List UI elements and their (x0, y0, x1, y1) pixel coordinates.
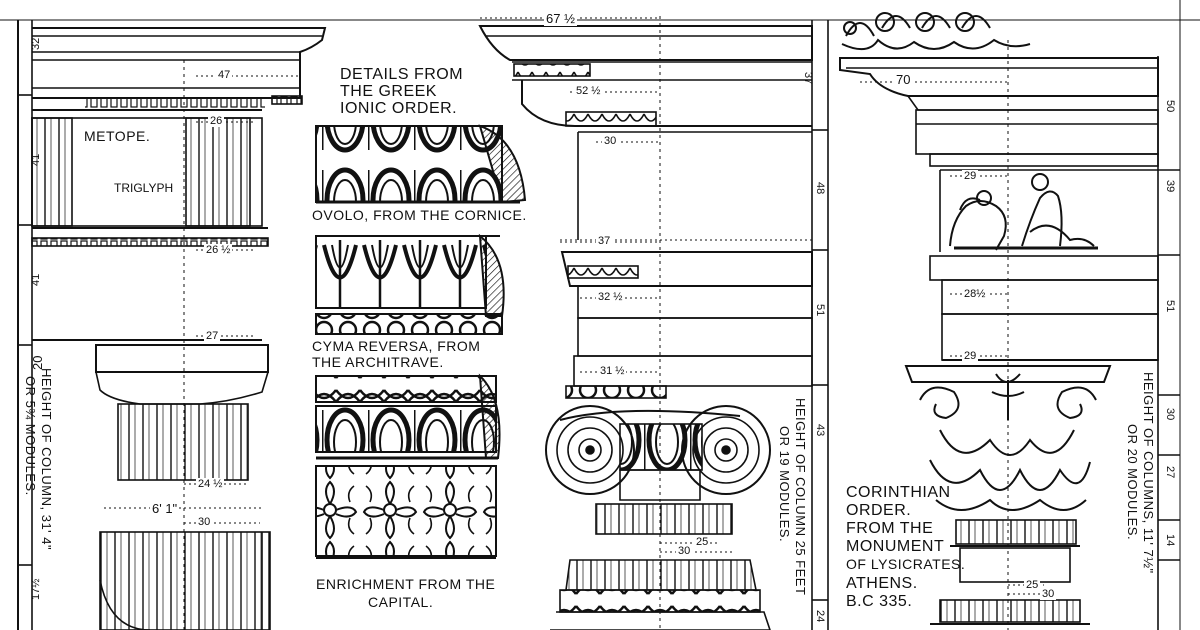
ovolo-caption: OVOLO, FROM THE CORNICE. (312, 207, 527, 223)
doric-order-drawing (18, 20, 327, 630)
doric-column-height-note-line1: HEIGHT OF COLUMN, 31' 4" (39, 368, 54, 551)
ionic-dim-25: 25 (694, 536, 711, 548)
enrichment-caption-line1: ENRICHMENT FROM THE (316, 576, 496, 592)
ionic-order-drawing (478, 16, 829, 630)
corinthian-scale-14: 14 (1164, 534, 1176, 547)
corinthian-caption-line2: ORDER. (846, 502, 912, 519)
cyma-caption-line1: CYMA REVERSA, FROM (312, 338, 481, 354)
corinthian-caption-line4: MONUMENT (846, 538, 945, 555)
ionic-scale-37: 37 (802, 72, 814, 85)
ionic-dim-30a: 30 (602, 135, 619, 147)
doric-dim-26: 26 (208, 115, 225, 127)
ionic-scale-43: 43 (814, 424, 826, 437)
ionic-dim-67-half: 67 ½ (544, 11, 577, 26)
corinthian-caption-line6: ATHENS. (846, 575, 918, 592)
details-title-line2: THE GREEK (340, 83, 437, 100)
corinthian-scale-51: 51 (1164, 300, 1176, 313)
corinthian-caption-line5: OF LYSICRATES. (846, 556, 966, 572)
corinthian-dim-28-half: 28½ (962, 288, 988, 300)
corinthian-dim-30: 30 (1040, 588, 1057, 600)
enrichment-caption-line2: CAPITAL. (368, 594, 434, 610)
ionic-scale-48: 48 (814, 182, 826, 195)
doric-scale-41b: 41 (30, 273, 42, 286)
doric-column-height-note-line2: OR 5¾ MODULES. (23, 376, 38, 496)
ionic-dim-32-half: 32 ½ (596, 291, 625, 303)
corinthian-caption-line1: CORINTHIAN (846, 484, 951, 501)
details-title-line1: DETAILS FROM (340, 66, 464, 83)
corinthian-scale-50: 50 (1164, 100, 1176, 113)
corinthian-scale-39: 39 (1164, 180, 1176, 193)
corinthian-caption-line7: B.C 335. (846, 593, 913, 610)
ionic-scale-24: 24 (814, 610, 826, 623)
corinthian-dim-70: 70 (894, 72, 913, 87)
doric-scale-20: 20 (30, 355, 45, 370)
ionic-column-height-note-line2: OR 19 MODULES. (777, 426, 792, 543)
doric-dim-30: 30 (196, 516, 213, 528)
ionic-dim-31-half: 31 ½ (598, 365, 627, 377)
frieze-relief-figures (949, 173, 1098, 251)
corinthian-dim-29a: 29 (962, 170, 979, 182)
ionic-detail-ornaments (315, 124, 527, 559)
corinthian-dim-29b: 29 (962, 350, 979, 362)
metope-label: METOPE. (84, 128, 151, 144)
doric-scale-17-half: 17½ (30, 578, 42, 600)
corinthian-dim-25: 25 (1024, 579, 1041, 591)
corinthian-column-height-note-line2: OR 20 MODULES. (1125, 424, 1140, 541)
doric-scale-41a: 41 (30, 153, 42, 166)
cyma-caption-line2: THE ARCHITRAVE. (312, 354, 444, 370)
doric-dim-47: 47 (216, 69, 233, 81)
corinthian-scale-30: 30 (1164, 408, 1176, 421)
ionic-dim-37: 37 (596, 235, 613, 247)
doric-dim-27: 27 (204, 330, 221, 342)
triglyph-label: TRIGLYPH (114, 181, 174, 195)
ionic-dim-52-half: 52 ½ (574, 85, 603, 97)
ionic-scale-51: 51 (814, 304, 826, 317)
corinthian-scale-27: 27 (1164, 466, 1176, 479)
corinthian-caption-line3: FROM THE (846, 520, 934, 537)
corinthian-column-height-note-line1: HEIGHT OF COLUMNS, 11' 7½" (1141, 372, 1156, 574)
ionic-column-height-note-line1: HEIGHT OF COLUMN 25 FEET (793, 398, 808, 596)
doric-dim-6ft1: 6' 1" (150, 501, 180, 516)
ionic-dim-30b: 30 (676, 545, 693, 557)
doric-dim-24-half: 24 ½ (196, 478, 225, 490)
doric-scale-32: 32 (30, 37, 42, 50)
details-title-line3: IONIC ORDER. (340, 100, 458, 117)
doric-dim-26-half: 26 ½ (204, 244, 233, 256)
